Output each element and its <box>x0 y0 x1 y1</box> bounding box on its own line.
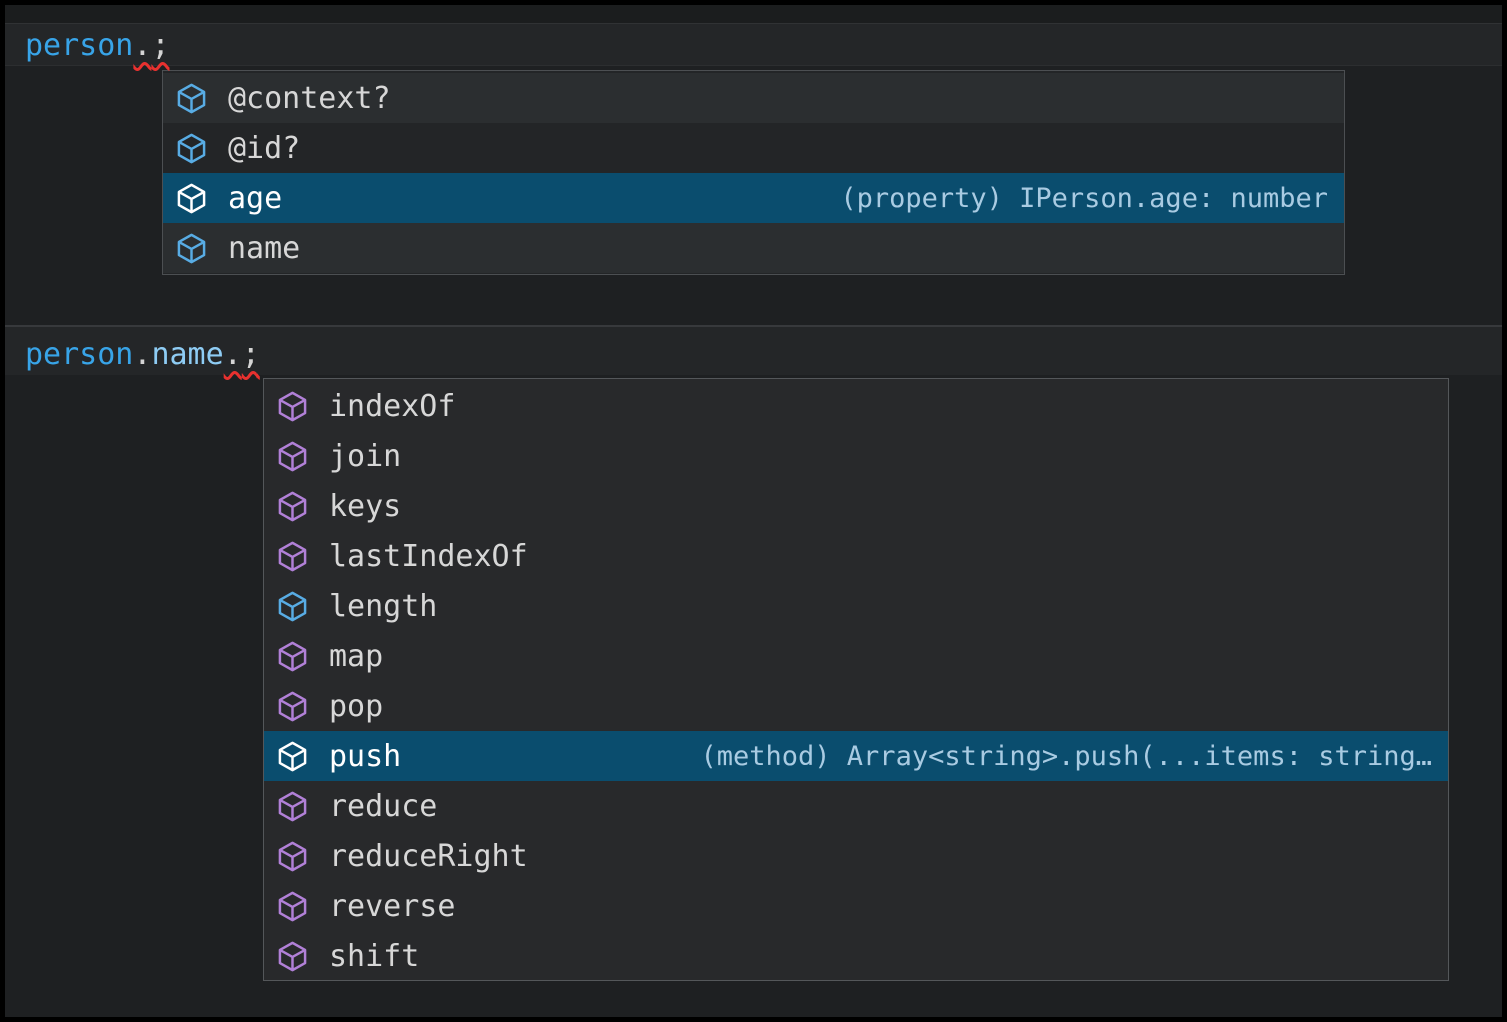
symbol-method-icon <box>276 790 309 823</box>
intellisense-popup-person: @context? @id? age (property) IPerson.ag… <box>162 70 1345 275</box>
suggestion-label: keys <box>329 488 402 524</box>
suggestion-label: join <box>329 438 402 474</box>
suggestion-label: indexOf <box>329 388 456 424</box>
symbol-method-icon <box>276 740 309 773</box>
editor-screen: person.; @context? @id? age (property) I… <box>5 5 1502 1017</box>
code-token-person: person <box>25 337 134 372</box>
suggestion-label: @id? <box>228 130 301 166</box>
code-token-semicolon-error: ; <box>151 28 170 63</box>
code-token-person: person <box>25 28 134 63</box>
suggestion-item-shift[interactable]: shift <box>264 931 1448 981</box>
suggestion-label: lastIndexOf <box>329 538 528 574</box>
symbol-method-icon <box>276 540 309 573</box>
code-line-person-name[interactable]: person.name.; <box>25 335 260 375</box>
suggestion-item-context[interactable]: @context? <box>163 73 1344 123</box>
symbol-field-icon <box>175 182 208 215</box>
code-line-person[interactable]: person.; <box>25 26 170 66</box>
suggestion-item-indexof[interactable]: indexOf <box>264 381 1448 431</box>
symbol-method-icon <box>276 390 309 423</box>
suggestion-item-keys[interactable]: keys <box>264 481 1448 531</box>
suggestion-label: age <box>228 180 283 216</box>
suggestion-item-id[interactable]: @id? <box>163 123 1344 173</box>
intellisense-popup-name: indexOf join keys lastIndexOf length map… <box>263 378 1449 981</box>
suggestion-label: @context? <box>228 80 391 116</box>
symbol-method-icon <box>276 690 309 723</box>
suggestion-item-reduceright[interactable]: reduceRight <box>264 831 1448 881</box>
suggestion-detail: (property) IPerson.age: number <box>840 182 1328 214</box>
symbol-method-icon <box>276 890 309 923</box>
suggestion-item-push-selected[interactable]: push (method) Array<string>.push(...item… <box>264 731 1448 781</box>
suggestion-label: shift <box>329 938 420 974</box>
suggestion-item-age-selected[interactable]: age (property) IPerson.age: number <box>163 173 1344 223</box>
code-token-semicolon-error: ; <box>241 337 260 372</box>
symbol-method-icon <box>276 440 309 473</box>
code-token-dot-error: . <box>133 28 152 63</box>
symbol-method-icon <box>276 490 309 523</box>
code-token-name: name <box>151 337 224 372</box>
symbol-method-icon <box>276 640 309 673</box>
suggestion-label: reduce <box>329 788 438 824</box>
symbol-field-icon <box>175 232 208 265</box>
symbol-field-icon <box>175 132 208 165</box>
suggestion-label: map <box>329 638 384 674</box>
suggestion-label: reduceRight <box>329 838 528 874</box>
editor-top-strip <box>5 5 1502 24</box>
editor-line-band-1 <box>5 24 1502 66</box>
code-token-dot-error: . <box>223 337 242 372</box>
suggestion-item-name[interactable]: name <box>163 223 1344 273</box>
suggestion-item-map[interactable]: map <box>264 631 1448 681</box>
suggestion-label: push <box>329 738 402 774</box>
symbol-method-icon <box>276 940 309 973</box>
suggestion-detail: (method) Array<string>.push(...items: st… <box>700 740 1433 772</box>
symbol-method-icon <box>276 840 309 873</box>
symbol-field-icon <box>276 590 309 623</box>
suggestion-item-join[interactable]: join <box>264 431 1448 481</box>
suggestion-label: pop <box>329 688 384 724</box>
suggestion-label: length <box>329 588 438 624</box>
suggestion-label: name <box>228 230 301 266</box>
suggestion-item-reduce[interactable]: reduce <box>264 781 1448 831</box>
suggestion-item-lastindexof[interactable]: lastIndexOf <box>264 531 1448 581</box>
suggestion-label: reverse <box>329 888 456 924</box>
suggestion-item-reverse[interactable]: reverse <box>264 881 1448 931</box>
suggestion-item-pop[interactable]: pop <box>264 681 1448 731</box>
suggestion-item-length[interactable]: length <box>264 581 1448 631</box>
editor-line-band-2 <box>5 325 1502 375</box>
symbol-field-icon <box>175 82 208 115</box>
code-token-dot: . <box>133 337 152 372</box>
